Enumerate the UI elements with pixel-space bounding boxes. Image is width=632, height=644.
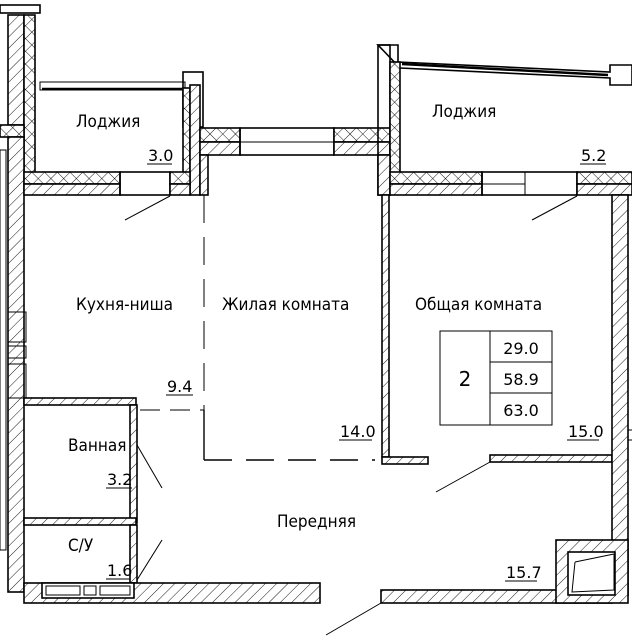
room-area-wc: 1.6 — [107, 561, 132, 580]
living-area-value: 29.0 — [503, 339, 539, 358]
total-with-loggia-value: 63.0 — [503, 401, 539, 420]
room-name-hall: Передняя — [277, 512, 356, 532]
total-area-value: 58.9 — [503, 370, 539, 389]
room-area-living: 14.0 — [340, 422, 376, 441]
top-middle-wall — [199, 127, 391, 196]
room-name-kitchen: Кухня-ниша — [76, 295, 173, 315]
rooms-count: 2 — [459, 367, 472, 391]
door-swing — [124, 195, 171, 221]
room-name-bathroom: Ванная — [68, 436, 126, 456]
room-area-common: 15.0 — [568, 422, 604, 441]
room-area-kitchen: 9.4 — [167, 377, 192, 396]
room-name-loggia-left: Лоджия — [76, 112, 140, 132]
left-exterior-walls — [0, 4, 41, 593]
room-area-hall: 15.7 — [506, 563, 542, 582]
loggia-left — [23, 71, 204, 221]
room-name-common: Общая комната — [415, 295, 542, 315]
room-area-loggia-right: 5.2 — [581, 146, 606, 165]
room-name-loggia-right: Лоджия — [432, 102, 496, 122]
loggia-right — [376, 44, 632, 221]
area-summary-table: 2 29.0 58.9 63.0 — [439, 330, 553, 426]
door-swing — [531, 195, 578, 221]
room-area-bathroom: 3.2 — [107, 470, 132, 489]
room-name-wc: С/У — [68, 536, 94, 556]
room-name-living: Жилая комната — [222, 295, 349, 315]
interior-walls — [23, 194, 632, 636]
room-area-loggia-left: 3.0 — [148, 146, 173, 165]
